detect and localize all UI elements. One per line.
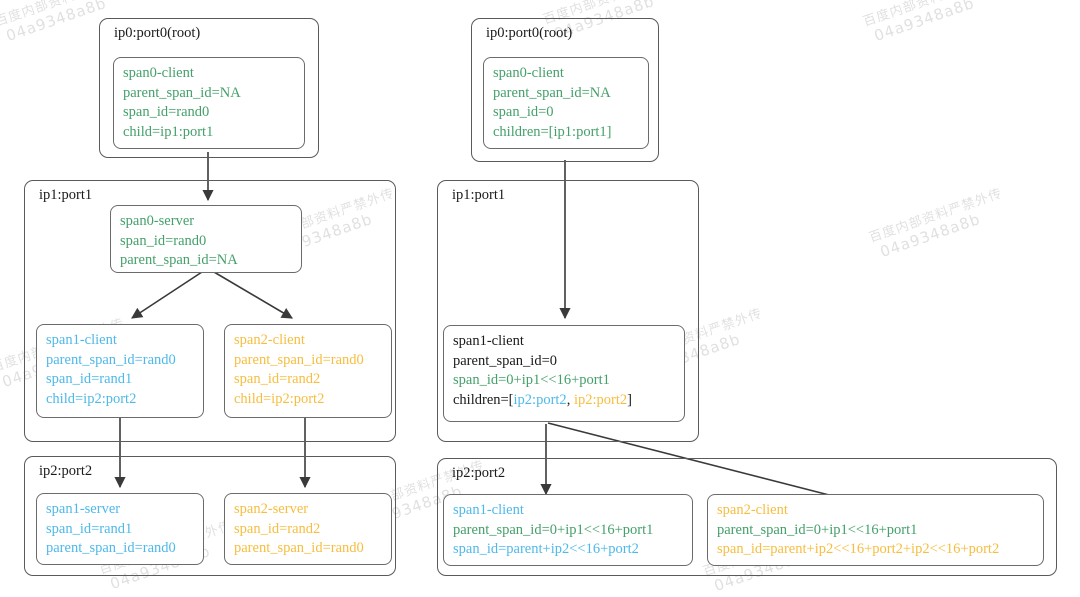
span-attr-line: span_id=rand1 xyxy=(46,520,133,537)
span-attr-token: ip2:port2 xyxy=(513,391,567,408)
span-box-span1-server-left[interactable]: span1-server span_id=rand1 parent_span_id=… xyxy=(36,493,204,565)
host-container-ip0-port0-left: ip0:port0(root) xyxy=(99,18,319,158)
host-container-ip1-port1-right: ip1:port1 xyxy=(437,180,699,442)
host-container-ip0-port0-right: ip0:port0(root) xyxy=(471,18,659,162)
span-attr-line: parent_span_id=0 xyxy=(453,352,558,369)
span-box-span1-client-right[interactable]: span1-client parent_span_id=0 span_id=0+ip… xyxy=(443,325,685,422)
host-label: ip0:port0(root) xyxy=(114,25,201,41)
host-label: ip1:port1 xyxy=(39,187,93,203)
host-label: ip2:port2 xyxy=(452,465,506,481)
span-attr-line: span0-server xyxy=(120,213,195,229)
span-attr-token: children=[ xyxy=(453,391,514,408)
host-container-ip2-port2-right: ip2:port2 xyxy=(437,458,1057,576)
span-box-span1-client-left[interactable]: span1-client parent_span_id=rand0 span_id=… xyxy=(36,324,204,418)
span-attr-line: parent_span_id=NA xyxy=(120,252,238,268)
watermark-line1: 百度内部资料严禁外传 xyxy=(867,186,1005,246)
span-attr-line: span1-server xyxy=(46,501,121,517)
watermark: 百度内部资料严禁外传 04a9348a8b xyxy=(866,182,1010,263)
span-box-span2-client-left[interactable]: span2-client parent_span_id=rand0 span_id=… xyxy=(224,324,392,418)
span-attr-line: span_id=rand0 xyxy=(123,104,210,120)
span-attr-line: span_id=rand1 xyxy=(46,371,133,387)
span-attr-line: span0-client xyxy=(123,65,194,81)
span-attr-token: ] xyxy=(627,391,632,408)
span-attr-line: span0-client xyxy=(493,65,564,81)
host-container-ip1-port1-left: ip1:port1 xyxy=(24,180,396,442)
span-attr-line: child=ip2:port2 xyxy=(46,390,137,407)
span-attr-line: span_id=rand0 xyxy=(120,232,207,249)
span-attr-line: parent_span_id=NA xyxy=(493,84,611,101)
span-box-span2-client-child-right[interactable]: span2-client parent_span_id=0+ip1<<16+por… xyxy=(707,494,1044,566)
span-attr-line: span_id=0 xyxy=(493,104,554,120)
span-attr-line: span2-client xyxy=(234,332,305,348)
span-attr-token: , xyxy=(566,391,574,408)
span-attr-line: span2-server xyxy=(234,501,309,517)
span-attr-line: span1-client xyxy=(453,333,524,349)
span-attr-line: child=ip2:port2 xyxy=(234,390,325,407)
span-box-span1-client-child-right[interactable]: span1-client parent_span_id=0+ip1<<16+por… xyxy=(443,494,693,566)
watermark-line1: 百度内部资料严禁外传 xyxy=(861,0,999,30)
span-attr-line: span_id=0+ip1<<16+port1 xyxy=(453,372,610,388)
span-attr-line: span1-client xyxy=(46,332,117,348)
span-attr-line: parent_span_id=rand0 xyxy=(234,351,364,368)
span-attr-line: parent_span_id=NA xyxy=(123,84,241,101)
watermark-line2: 04a9348a8b xyxy=(871,0,977,46)
host-container-ip2-port2-left: ip2:port2 xyxy=(24,456,396,576)
span-attr-line: parent_span_id=rand0 xyxy=(46,351,176,368)
watermark: 百度内部资料严禁外传 04a9348a8b xyxy=(860,0,1004,47)
watermark-line2: 04a9348a8b xyxy=(877,209,983,262)
span-attr-line: span_id=parent+ip2<<16+port2 xyxy=(453,541,639,557)
span-attr-line: span2-client xyxy=(717,502,788,518)
span-box-span2-server-left[interactable]: span2-server span_id=rand2 parent_span_id=… xyxy=(224,493,392,565)
host-label: ip1:port1 xyxy=(452,187,506,203)
span-attr-line: span_id=rand2 xyxy=(234,520,321,537)
span-attr-line: children=[ip2:port2, ip2:port2] xyxy=(453,391,676,411)
span-attr-token: ip2:port2 xyxy=(573,391,628,408)
span-attr-line: span_id=parent+ip2<<16+port2+ip2<<16+por… xyxy=(717,541,1000,557)
span-attr-line: parent_span_id=0+ip1<<16+port1 xyxy=(717,521,918,538)
span-box-span0-client-left[interactable]: span0-client parent_span_id=NA span_id=ran… xyxy=(113,57,305,149)
span-attr-line: span_id=rand2 xyxy=(234,371,321,387)
span-attr-line: children=[ip1:port1] xyxy=(493,123,612,140)
span-attr-line: parent_span_id=rand0 xyxy=(46,540,176,556)
span-attr-line: child=ip1:port1 xyxy=(123,123,214,140)
span-attr-line: parent_span_id=rand0 xyxy=(234,540,364,556)
span-attr-line: span1-client xyxy=(453,502,524,518)
host-label: ip0:port0(root) xyxy=(486,25,573,41)
host-label: ip2:port2 xyxy=(39,463,93,479)
span-box-span0-server-left[interactable]: span0-server span_id=rand0 parent_span_id=… xyxy=(110,205,302,273)
span-attr-line: parent_span_id=0+ip1<<16+port1 xyxy=(453,521,654,538)
